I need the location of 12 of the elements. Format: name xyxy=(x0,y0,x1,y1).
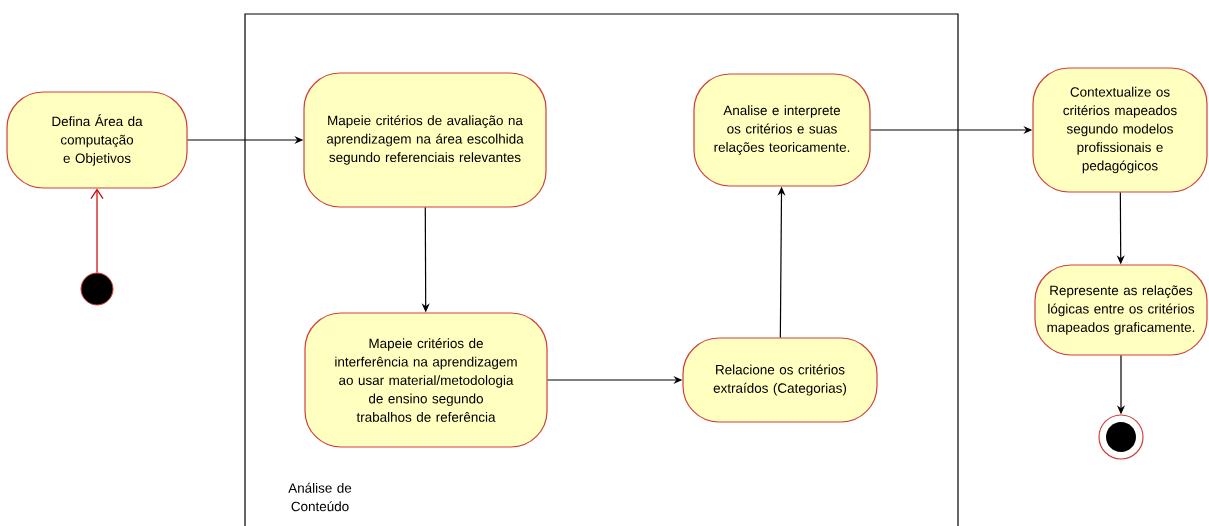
activity-box: Represente as relações lógicas entre os critérios mapeados graficamente. xyxy=(1034,264,1208,356)
end-node xyxy=(1098,414,1144,460)
activity-box: Contextualize os critérios mapeados segundo modelos profissionais e pedagógicos xyxy=(1032,67,1208,193)
activity-box: Relacione os critérios extraídos (Categorias) xyxy=(682,337,878,423)
arrow xyxy=(90,188,104,274)
activity-box: Analise e interprete os critérios e suas relações teoricamente. xyxy=(693,73,871,187)
activity-box: Defina Área da computação e Objetivos xyxy=(6,91,188,189)
frame-label: Análise de Conteúdo xyxy=(288,482,352,512)
activity-box: Mapeie critérios de avaliação na aprendizagem na área escolhida segundo referenciais relevantes xyxy=(303,72,547,208)
activity-box: Mapeie critérios de interferência na aprendizagem ao usar material/metodologia de ensino segundo trabalhos de referência xyxy=(304,312,548,448)
start-node xyxy=(80,272,114,306)
frame xyxy=(244,13,959,526)
